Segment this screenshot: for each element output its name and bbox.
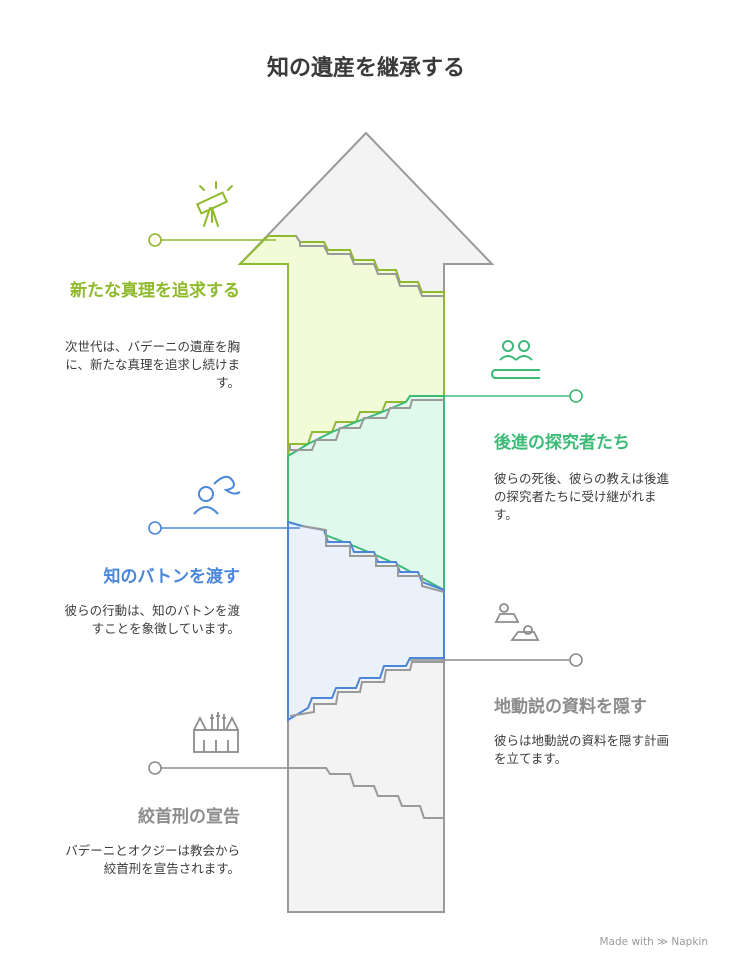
napkin-credit[interactable]: Made with ≫ Napkin (599, 936, 708, 948)
node-successors (569, 389, 583, 403)
step-desc-successors: 彼らの死後、彼らの教えは後進の探究者たちに受け継がれます。 (494, 471, 670, 522)
step-desc-hide: 彼らは地動説の資料を隠す計画を立てます。 (494, 733, 670, 766)
church-icon (193, 712, 239, 753)
telescope-icon (195, 181, 233, 227)
step-title-new-truth: 新たな真理を追求する (70, 281, 240, 301)
step-desc-sentence: バデーニとオクジーは教会から絞首刑を宣告されます。 (65, 843, 240, 876)
people-hiding-icon (494, 603, 540, 641)
step-title-sentence: 絞首刑の宣告 (138, 807, 240, 827)
node-hide (569, 653, 583, 667)
step-title-baton: 知のバトンを渡す (103, 567, 240, 587)
step-title-successors: 後進の探究者たち (494, 433, 630, 453)
step-desc-baton: 彼らの行動は、知のバトンを渡すことを象徴しています。 (64, 603, 240, 636)
step-desc-new-truth: 次世代は、バデーニの遺産を胸に、新たな真理を追求し続けます。 (64, 339, 240, 390)
page-title: 知の遺産を継承する (266, 56, 465, 81)
node-baton (148, 521, 162, 535)
node-new-truth (148, 233, 162, 247)
band-baton (287, 520, 445, 722)
people-icon (491, 340, 540, 379)
step-title-hide: 地動説の資料を隠す (494, 697, 647, 717)
stairs-top (288, 235, 445, 828)
person-thinking-icon (193, 475, 241, 515)
node-sentence (148, 761, 162, 775)
